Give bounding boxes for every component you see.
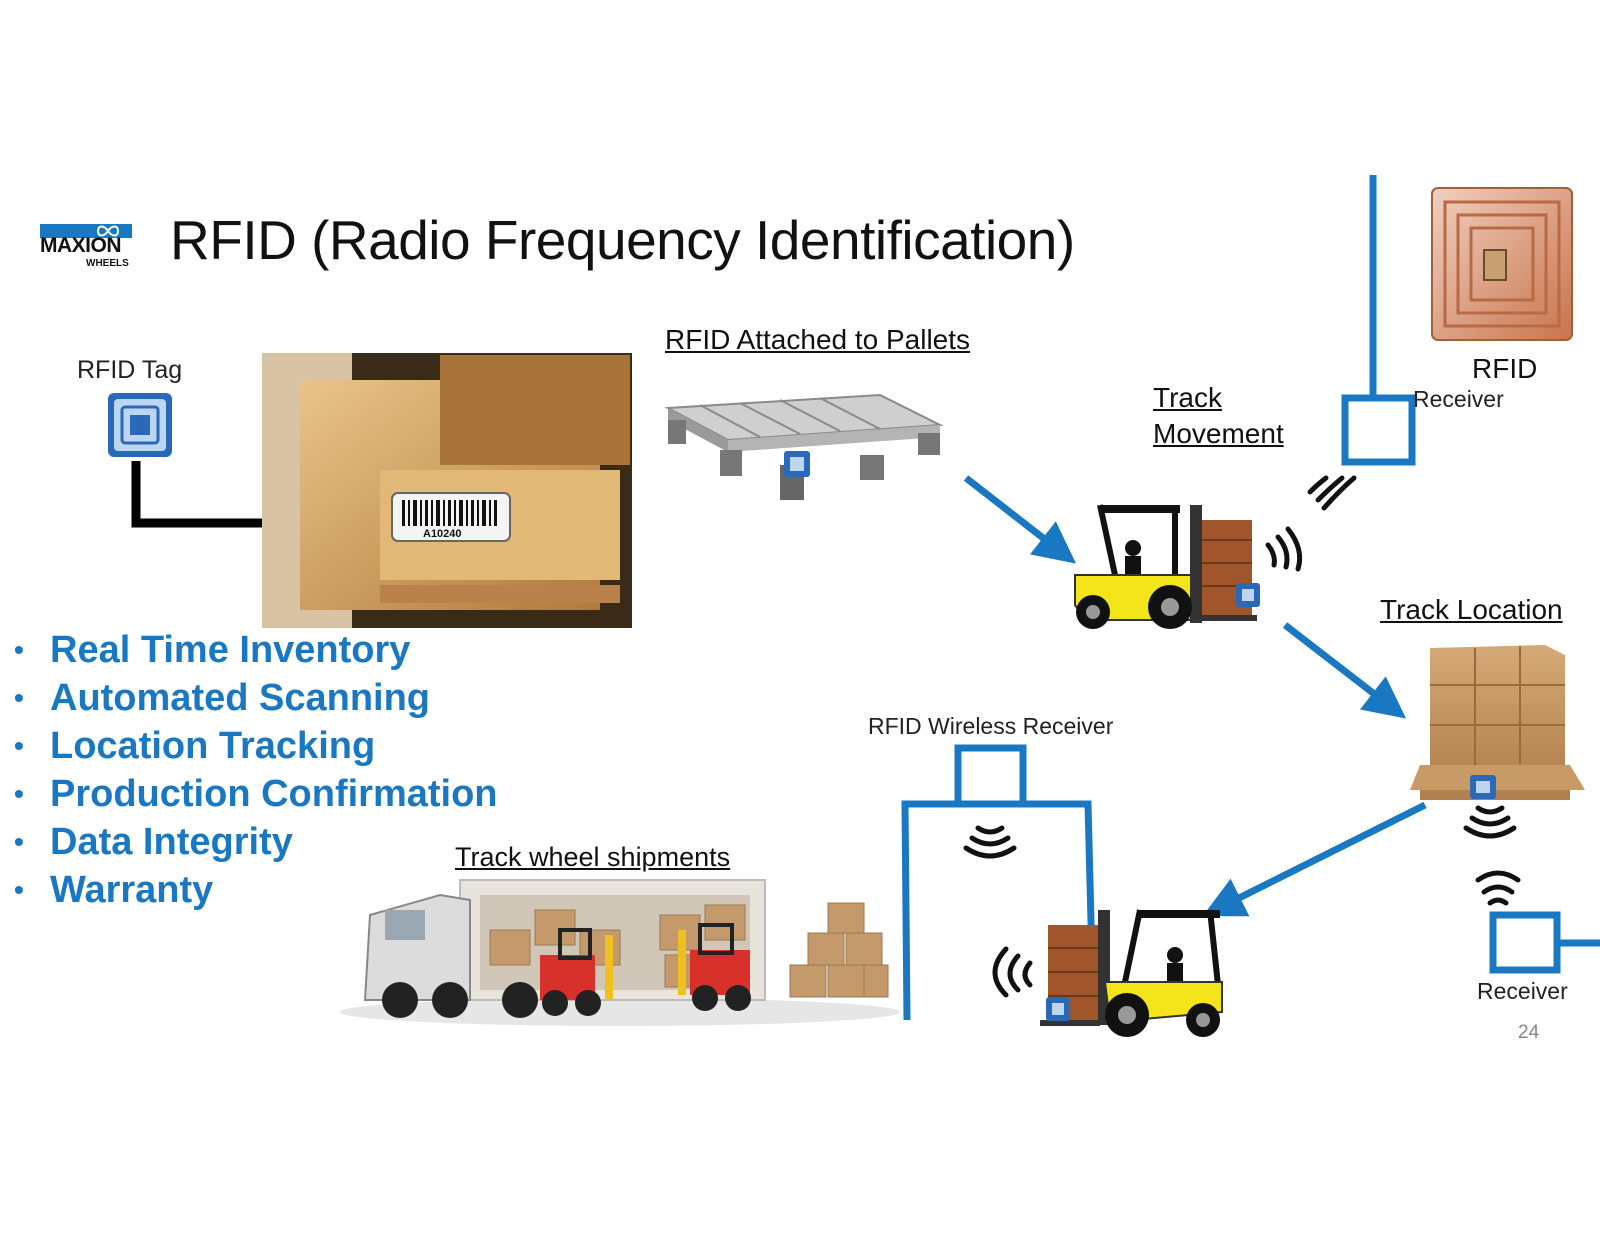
logo-sub: WHEELS: [86, 258, 129, 269]
signal-waves-wireless-receiver: [963, 825, 1017, 859]
track-shipments-label: Track wheel shipments: [455, 842, 731, 872]
rfid-receiver-top: [1341, 175, 1416, 466]
track-location-label: Track Location: [1380, 594, 1563, 625]
track-movement-label-2: Movement: [1153, 418, 1284, 449]
shipment-image: [340, 879, 900, 1026]
crate-photo: [262, 353, 632, 628]
receiver-label: Receiver: [1477, 978, 1568, 1004]
rfid-receiver-label-2: Receiver: [1413, 386, 1504, 412]
arrow-forklift-boxes: [1282, 622, 1407, 719]
list-item: •Data Integrity: [14, 821, 293, 863]
list-item: •Automated Scanning: [14, 677, 431, 719]
page-number: 24: [1518, 1022, 1540, 1043]
arrow-pallet-forklift: [963, 475, 1077, 564]
mini-forklift-red-2: [678, 923, 751, 1011]
receiver-bottom-right: [1489, 911, 1600, 974]
wireless-receiver-label: RFID Wireless Receiver: [868, 713, 1114, 739]
signal-waves-top: [1307, 475, 1357, 511]
benefits-list: •Real Time Inventory •Automated Scanning…: [14, 626, 498, 914]
pallets-label: RFID Attached to Pallets: [665, 324, 971, 355]
list-item: •Location Tracking: [14, 725, 376, 767]
rfid-chip-image: [1431, 187, 1573, 341]
signal-waves-forklift-1: [1265, 526, 1303, 572]
signal-waves-forklift-2: [992, 946, 1033, 998]
slide-title: RFID (Radio Frequency Identification): [170, 209, 1075, 271]
signal-waves-box-stack: [1463, 805, 1517, 839]
list-item: •Warranty: [14, 869, 214, 911]
infinity-icon: [40, 224, 132, 238]
pallet-image: [664, 393, 944, 500]
rfid-receiver-label-1: RFID: [1472, 353, 1538, 384]
list-item: •Production Confirmation: [14, 773, 498, 815]
list-item: •Real Time Inventory: [14, 629, 411, 671]
mini-forklift-red-1: [540, 928, 613, 1016]
rfid-tag-label: RFID Tag: [77, 356, 183, 384]
arrow-boxes-forklift2: [1202, 801, 1427, 917]
logo-brand: MAXION: [40, 234, 122, 257]
forklift-2: [1040, 909, 1223, 1037]
rfid-tag-icon: [108, 393, 172, 457]
forklift-1: [1074, 504, 1260, 629]
maxion-logo: MAXION WHEELS: [40, 220, 136, 276]
track-movement-label-1: Track: [1153, 382, 1222, 413]
barcode-label: A10240: [423, 528, 462, 540]
signal-waves-bottom-receiver: [1475, 870, 1521, 906]
box-stack-image: [1410, 645, 1585, 800]
